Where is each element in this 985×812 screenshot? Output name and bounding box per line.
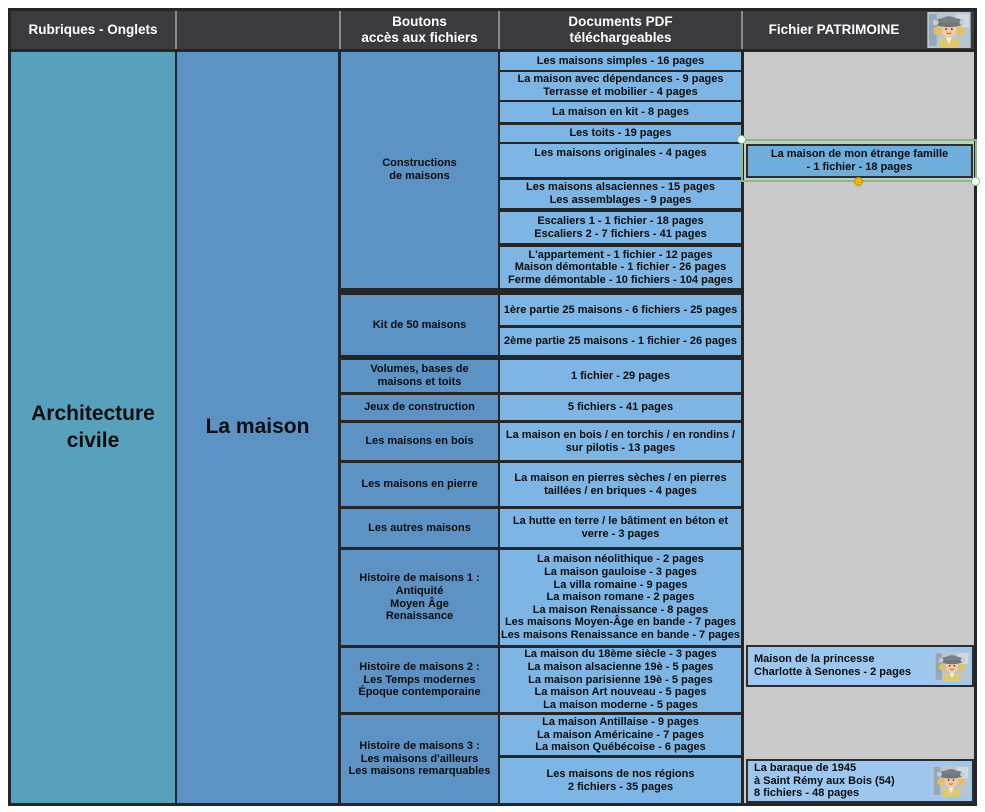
pdf-cell[interactable]: La maison en kit - 8 pages (500, 102, 741, 122)
rubrique-tab-architecture-civile[interactable]: Architecture civile (11, 52, 175, 803)
header-separator (498, 11, 500, 49)
header-separator (175, 11, 177, 49)
selection-handle-bottom-center[interactable] (854, 177, 863, 186)
column-header-patrimoine: Fichier PATRIMOINE (768, 21, 900, 37)
category-button-histoire-2[interactable]: Histoire de maisons 2 : Les Temps modern… (341, 648, 498, 712)
patrimoine-cell-baraque-1945[interactable]: La baraque de 1945 à Saint Rémy aux Bois… (746, 759, 974, 803)
category-button-volumes[interactable]: Volumes, bases de maisons et toits (341, 360, 498, 392)
patrimoine-header-image (926, 12, 972, 48)
onglet-tab-la-maison[interactable]: La maison (177, 52, 338, 803)
pdf-cell[interactable]: 1ère partie 25 maisons - 6 fichiers - 25… (500, 295, 741, 325)
column-header-rubriques: Rubriques - Onglets (28, 21, 158, 37)
category-button-maisons-bois[interactable]: Les maisons en bois (341, 423, 498, 460)
pdf-cell[interactable]: La hutte en terre / le bâtiment en béton… (500, 509, 741, 547)
patrimoine-cell-label: Maison de la princesse Charlotte à Senon… (754, 653, 912, 678)
selection-handle-bottom-right[interactable] (971, 177, 980, 186)
category-button-constructions[interactable]: Constructions de maisons (341, 52, 498, 288)
costumed-figure-image (934, 650, 970, 683)
pdf-cell[interactable]: Les toits - 19 pages (500, 125, 741, 142)
pdf-cell[interactable]: La maison en bois / en torchis / en rond… (500, 423, 741, 460)
selection-handle-top-left[interactable] (737, 135, 746, 144)
column-header-documents: Documents PDF téléchargeables (568, 13, 673, 45)
pdf-cell[interactable]: Les maisons originales - 4 pages (500, 144, 741, 177)
category-button-histoire-3[interactable]: Histoire de maisons 3 : Les maisons d'ai… (341, 715, 498, 803)
pdf-cell[interactable]: La maison en pierres sèches / en pierres… (500, 463, 741, 506)
pdf-cell[interactable]: La maison avec dépendances - 9 pages Ter… (500, 72, 741, 100)
pdf-cell[interactable]: Escaliers 1 - 1 fichier - 18 pages Escal… (500, 212, 741, 243)
patrimoine-cell-label: La maison de mon étrange famille - 1 fic… (770, 148, 949, 173)
patrimoine-cell-princesse[interactable]: Maison de la princesse Charlotte à Senon… (746, 645, 974, 687)
patrimoine-cell-label: La baraque de 1945 à Saint Rémy aux Bois… (754, 762, 895, 800)
column-header-spacer (177, 11, 338, 49)
category-button-jeux[interactable]: Jeux de construction (341, 395, 498, 420)
costumed-figure-image (932, 763, 970, 799)
category-button-autres-maisons[interactable]: Les autres maisons (341, 509, 498, 547)
patrimoine-cell-etrange-famille[interactable]: La maison de mon étrange famille - 1 fic… (746, 144, 973, 178)
header-separator (741, 11, 743, 49)
pdf-cell[interactable]: La maison néolithique - 2 pages La maiso… (500, 550, 741, 645)
category-button-histoire-1[interactable]: Histoire de maisons 1 : Antiquité Moyen … (341, 550, 498, 645)
pdf-cell[interactable]: 5 fichiers - 41 pages (500, 395, 741, 420)
pdf-cell[interactable]: L'appartement - 1 fichier - 12 pages Mai… (500, 247, 741, 288)
pdf-cell[interactable]: 1 fichier - 29 pages (500, 360, 741, 392)
pdf-cell[interactable]: Les maisons simples - 16 pages (500, 52, 741, 70)
category-button-maisons-pierre[interactable]: Les maisons en pierre (341, 463, 498, 506)
pdf-cell[interactable]: Les maisons de nos régions 2 fichiers - … (500, 758, 741, 803)
pdf-cell[interactable]: La maison Antillaise - 9 pages La maison… (500, 715, 741, 755)
pdf-cell[interactable]: Les maisons alsaciennes - 15 pages Les a… (500, 180, 741, 208)
pdf-cell[interactable]: 2ème partie 25 maisons - 1 fichier - 26 … (500, 328, 741, 355)
column-header-boutons: Boutons accès aux fichiers (361, 13, 478, 45)
pdf-cell[interactable]: La maison du 18ème siècle - 3 pages La m… (500, 648, 741, 712)
header-bar (11, 11, 974, 49)
header-separator (339, 11, 341, 49)
documents-table: Rubriques - Onglets Boutons accès aux fi… (8, 8, 980, 806)
category-button-kit-50-maisons[interactable]: Kit de 50 maisons (341, 295, 498, 355)
